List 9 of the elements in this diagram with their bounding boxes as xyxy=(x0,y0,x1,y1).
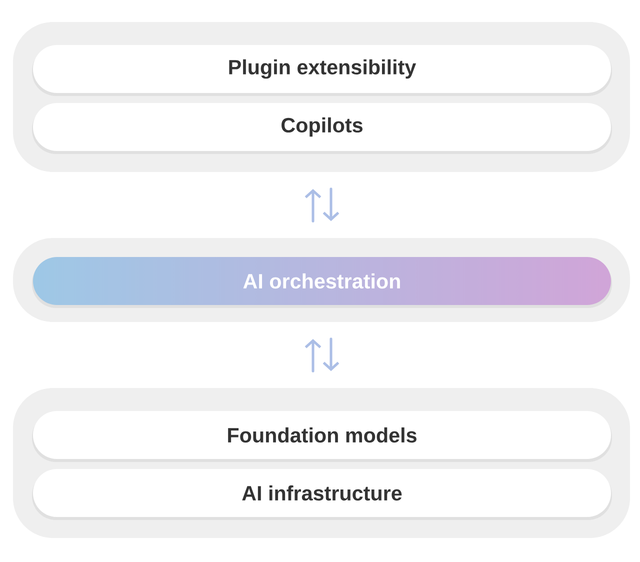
pill-box: Copilots xyxy=(32,103,612,154)
arrow xyxy=(322,188,340,222)
pill-box: Foundation models xyxy=(32,411,612,462)
pill-box: AI orchestration xyxy=(32,257,612,308)
arrow xyxy=(304,188,322,222)
arrow xyxy=(304,338,322,372)
pill-box: AI infrastructure xyxy=(32,469,612,520)
pill-box: Plugin extensibility xyxy=(32,45,612,96)
arrow xyxy=(322,338,340,372)
